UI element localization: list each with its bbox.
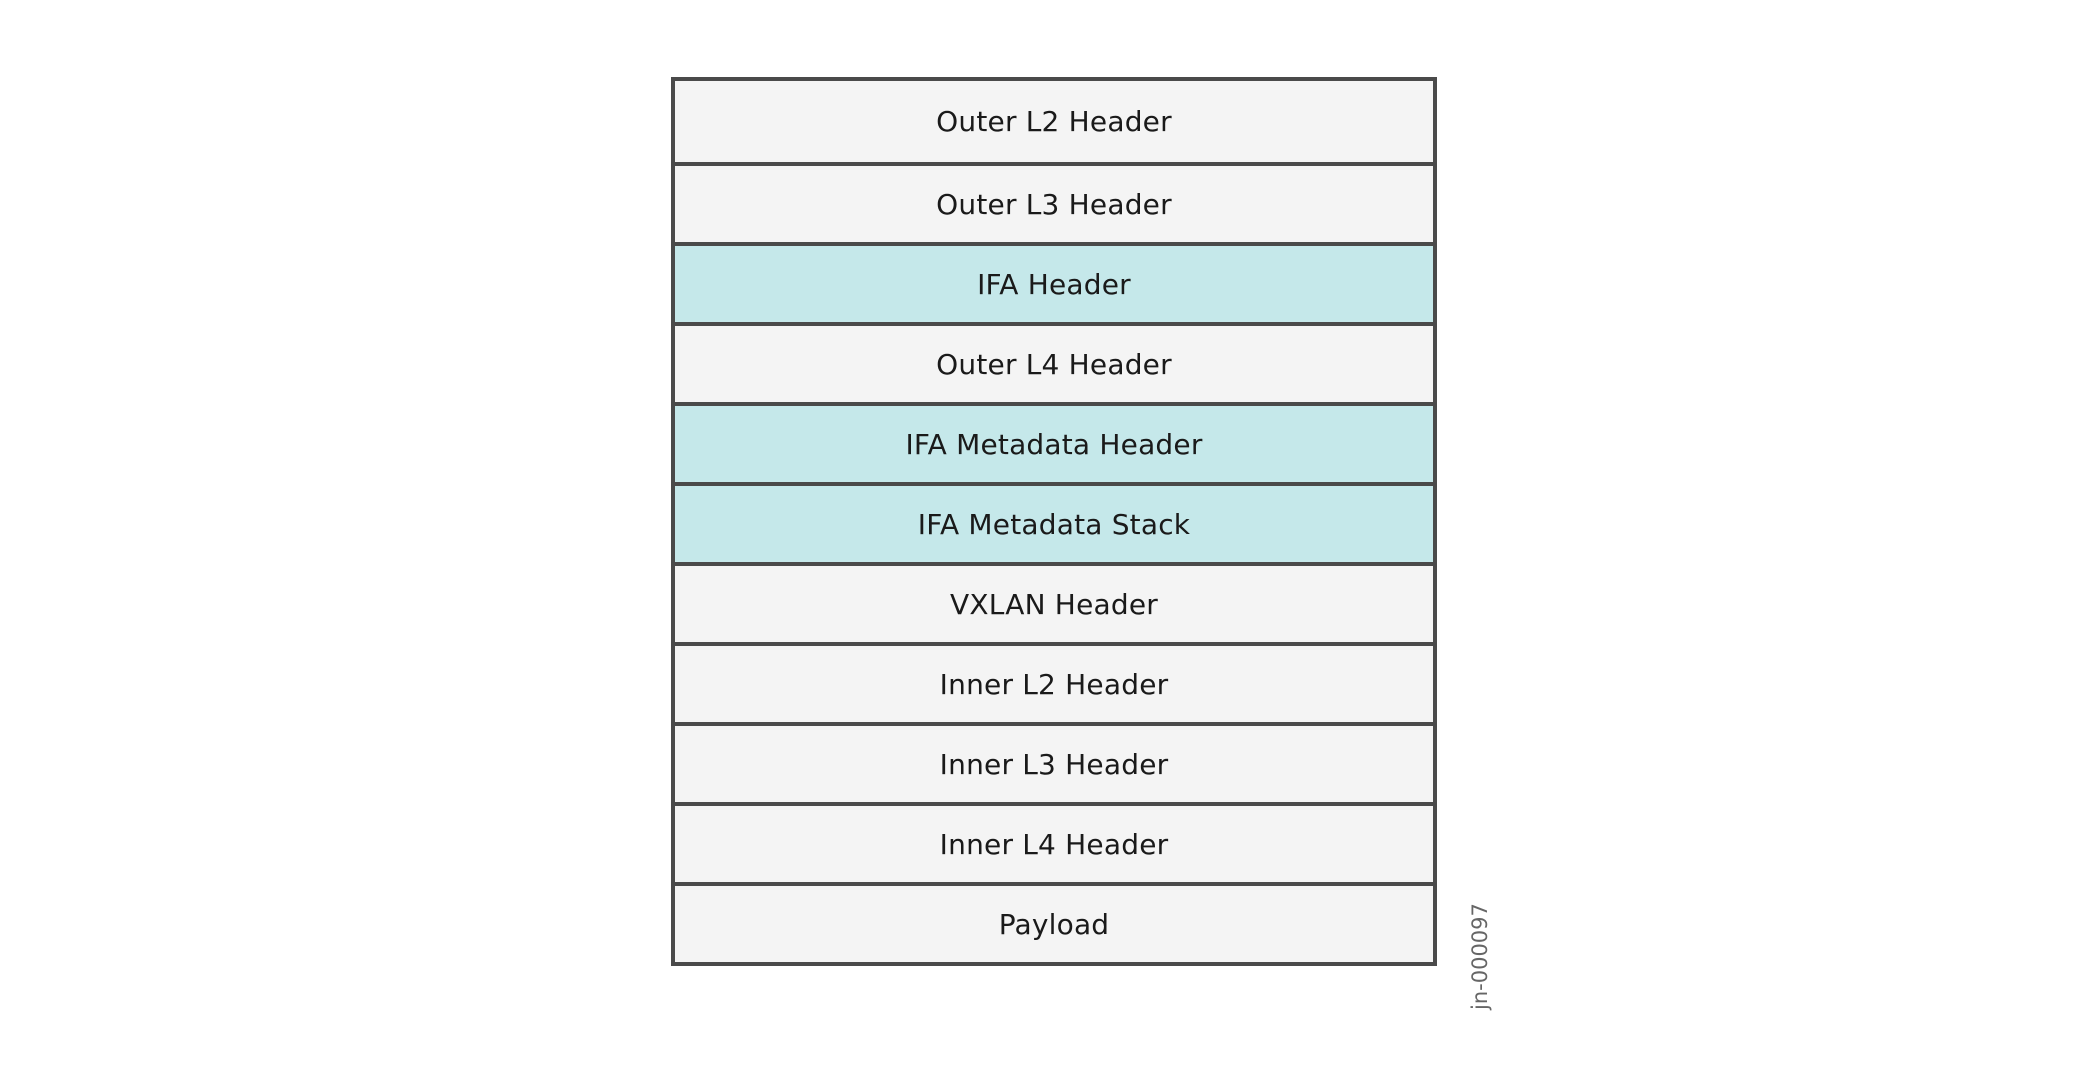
layer-label: Outer L4 Header xyxy=(936,347,1172,381)
layer-outer-l3-header: Outer L3 Header xyxy=(675,162,1433,242)
layer-label: Inner L2 Header xyxy=(939,667,1169,701)
layer-label: IFA Metadata Stack xyxy=(917,507,1191,541)
layer-ifa-metadata-header: IFA Metadata Header xyxy=(675,402,1433,482)
layer-label: IFA Header xyxy=(977,267,1131,301)
layer-vxlan-header: VXLAN Header xyxy=(675,562,1433,642)
layer-label: Payload xyxy=(998,907,1110,941)
layer-ifa-header: IFA Header xyxy=(675,242,1433,322)
layer-label: Outer L2 Header xyxy=(936,105,1172,138)
layer-payload: Payload xyxy=(675,882,1433,962)
layer-inner-l4-header: Inner L4 Header xyxy=(675,802,1433,882)
layer-outer-l4-header: Outer L4 Header xyxy=(675,322,1433,402)
layer-inner-l2-header: Inner L2 Header xyxy=(675,642,1433,722)
layer-label: Inner L4 Header xyxy=(939,827,1169,861)
layer-outer-l2-header: Outer L2 Header xyxy=(675,81,1433,162)
layer-label: VXLAN Header xyxy=(950,587,1158,621)
layer-label: Outer L3 Header xyxy=(936,187,1172,221)
layer-ifa-metadata-stack: IFA Metadata Stack xyxy=(675,482,1433,562)
figure-id-label: jn-000097 xyxy=(1468,903,1492,1010)
layer-label: IFA Metadata Header xyxy=(905,427,1203,461)
layer-label: Inner L3 Header xyxy=(939,747,1169,781)
layer-inner-l3-header: Inner L3 Header xyxy=(675,722,1433,802)
